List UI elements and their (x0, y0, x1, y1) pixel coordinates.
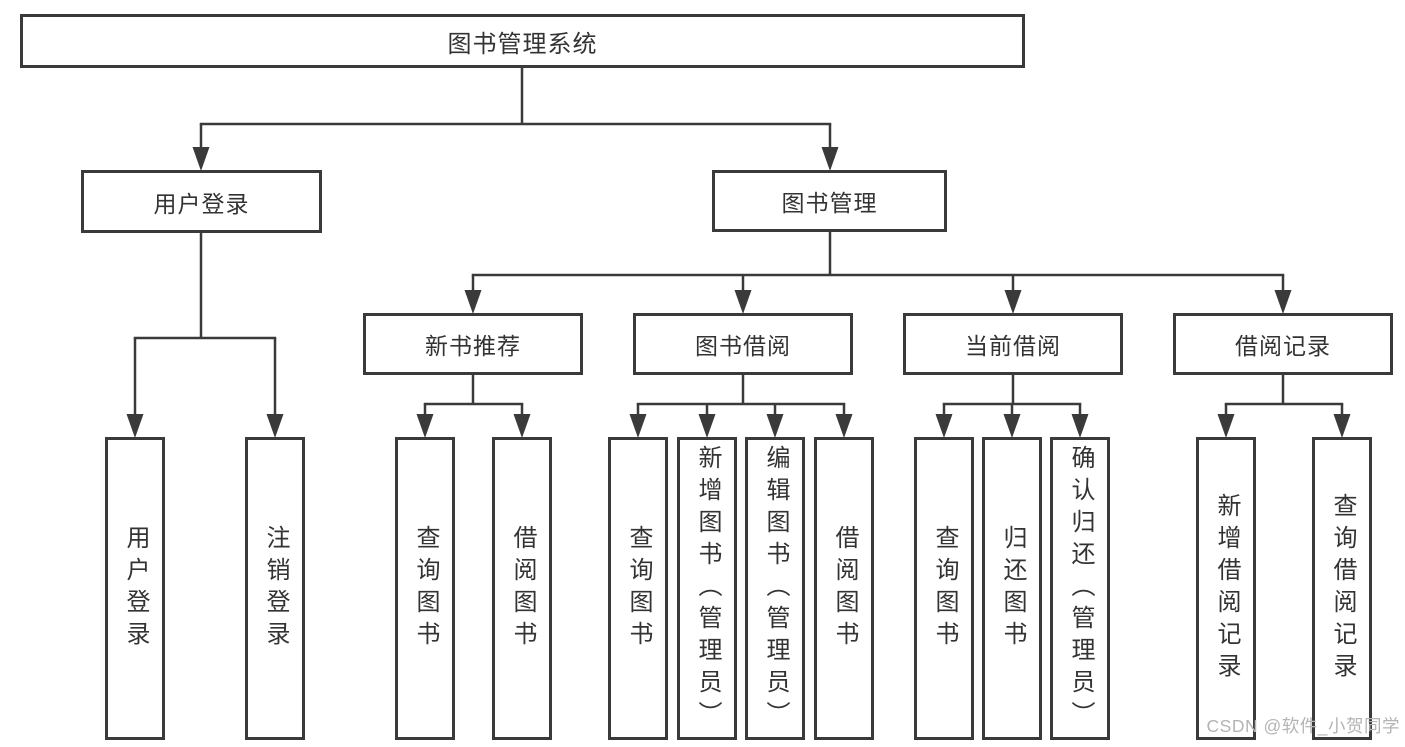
node-query-books-recommend: 查询图书 (395, 437, 455, 740)
node-return-books: 归还图书 (982, 437, 1042, 740)
node-edit-books-admin: 编辑图书（管理员） (745, 437, 805, 740)
arrow-icon (835, 414, 853, 438)
node-current-borrowing-label: 当前借阅 (965, 333, 1061, 359)
node-query-books-recommend-label: 查询图书 (412, 524, 439, 653)
node-add-books-admin: 新增图书（管理员） (677, 437, 737, 740)
arrow-icon (464, 290, 482, 314)
node-add-books-admin-label: 新增图书（管理员） (694, 444, 721, 733)
arrow-icon (821, 147, 839, 171)
arrow-icon (1217, 414, 1235, 438)
node-query-borrow-record-label: 查询借阅记录 (1329, 492, 1356, 685)
arrow-icon (513, 414, 531, 438)
node-logout-action: 注销登录 (245, 437, 305, 740)
arrow-icon (698, 414, 716, 438)
arrow-icon (766, 414, 784, 438)
arrow-icon (1071, 414, 1089, 438)
watermark: CSDN @软件_小贺同学 (1206, 716, 1400, 736)
node-query-borrow-record: 查询借阅记录 (1312, 437, 1372, 740)
node-edit-books-admin-label: 编辑图书（管理员） (762, 444, 789, 733)
node-user-login: 用户登录 (81, 170, 322, 233)
node-book-management-label: 图书管理 (781, 190, 878, 216)
arrow-icon (629, 414, 647, 438)
node-current-borrowing: 当前借阅 (903, 313, 1123, 375)
node-query-books-current: 查询图书 (914, 437, 974, 740)
node-book-borrowing: 图书借阅 (633, 313, 853, 375)
node-borrowing-records-label: 借阅记录 (1235, 333, 1331, 359)
node-add-borrow-record-label: 新增借阅记录 (1213, 492, 1240, 685)
arrow-icon (1004, 290, 1022, 314)
node-user-login-action-label: 用户登录 (122, 524, 149, 653)
arrow-icon (1003, 414, 1021, 438)
arrow-icon (192, 147, 210, 171)
node-add-borrow-record: 新增借阅记录 (1196, 437, 1256, 740)
node-confirm-return-admin-label: 确认归还（管理员） (1067, 444, 1094, 733)
node-borrow-books-recommend: 借阅图书 (492, 437, 552, 740)
node-borrow-books-recommend-label: 借阅图书 (509, 524, 536, 653)
node-borrow-books-borrowing: 借阅图书 (814, 437, 874, 740)
arrow-icon (126, 414, 144, 438)
node-user-login-label: 用户登录 (153, 190, 250, 217)
node-query-books-current-label: 查询图书 (931, 524, 958, 653)
node-query-books-borrowing-label: 查询图书 (625, 524, 652, 653)
node-root: 图书管理系统 (20, 14, 1025, 68)
node-user-login-action: 用户登录 (105, 437, 165, 740)
node-new-book-recommendation: 新书推荐 (363, 313, 583, 375)
node-return-books-label: 归还图书 (999, 524, 1026, 653)
node-borrow-books-borrowing-label: 借阅图书 (831, 524, 858, 653)
node-borrowing-records: 借阅记录 (1173, 313, 1393, 375)
node-confirm-return-admin: 确认归还（管理员） (1050, 437, 1110, 740)
node-logout-action-label: 注销登录 (262, 524, 289, 653)
node-query-books-borrowing: 查询图书 (608, 437, 668, 740)
node-book-management: 图书管理 (712, 170, 947, 232)
arrow-icon (935, 414, 953, 438)
node-root-label: 图书管理系统 (447, 30, 598, 58)
node-book-borrowing-label: 图书借阅 (695, 333, 791, 359)
arrow-icon (1333, 414, 1351, 438)
arrow-icon (1274, 290, 1292, 314)
arrow-icon (266, 414, 284, 438)
arrow-icon (734, 290, 752, 314)
arrow-icon (416, 414, 434, 438)
node-new-book-recommendation-label: 新书推荐 (425, 333, 521, 359)
